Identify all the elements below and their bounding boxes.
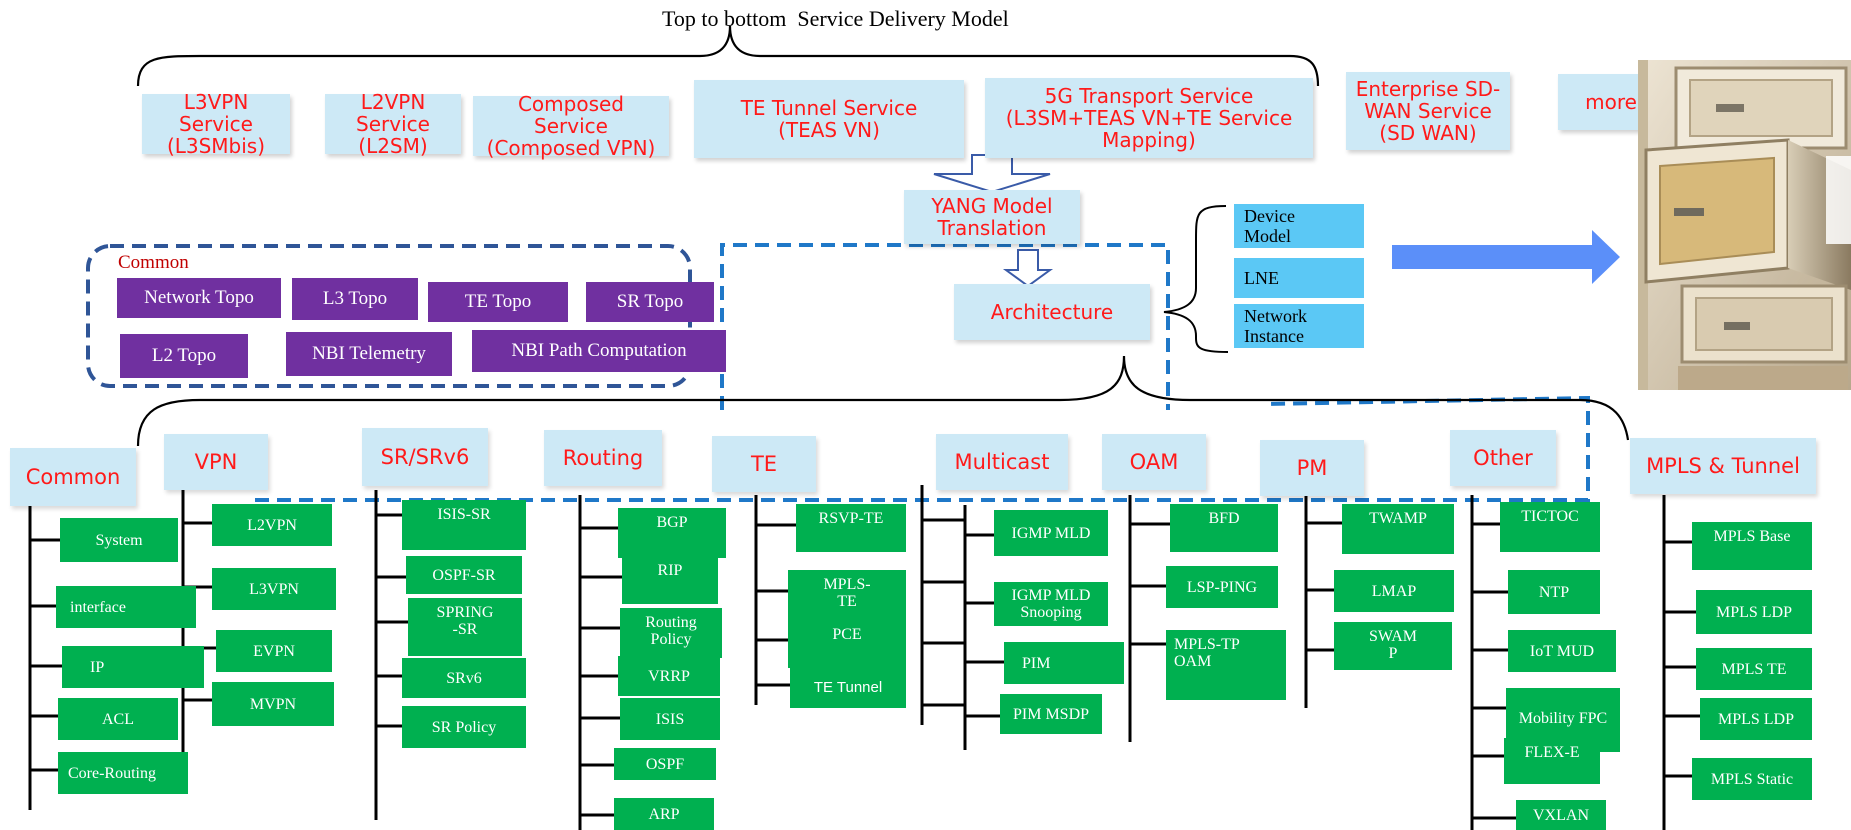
- leaf-igmp-mld-snooping: IGMP MLD Snooping: [994, 582, 1108, 626]
- service-te-tunnel: TE Tunnel Service (TEAS VN): [694, 80, 964, 158]
- tree-lines: [28, 485, 1700, 830]
- down-arrow-1: [933, 154, 1051, 194]
- category-multicast: Multicast: [936, 434, 1068, 490]
- arch-brace: [1163, 205, 1229, 353]
- leaf-ospf: OSPF: [614, 748, 716, 780]
- leaf-bgp: BGP: [618, 508, 726, 558]
- group-item-l3-topo: L3 Topo: [292, 278, 418, 320]
- arch-item-lne: LNE: [1234, 258, 1364, 298]
- common-group-title: Common: [118, 252, 189, 273]
- group-item-network-topo: Network Topo: [117, 278, 281, 318]
- arch-item-network-instance: Network Instance: [1234, 304, 1364, 348]
- leaf-vxlan: VXLAN: [1516, 800, 1606, 830]
- category-other: Other: [1450, 430, 1556, 486]
- category-common: Common: [10, 448, 136, 506]
- leaf-mpls-te: MPLS- TE: [788, 570, 906, 620]
- leaf-pce: PCE: [788, 620, 906, 668]
- category-sr-srv6: SR/SRv6: [362, 428, 488, 486]
- big-right-arrow: [1392, 230, 1620, 284]
- yang-model-translation: YANG Model Translation: [904, 190, 1080, 244]
- arch-item-device-model: Device Model: [1234, 204, 1364, 248]
- diagram-title: Top to bottom Service Delivery Model: [662, 6, 1009, 31]
- leaf-lmap: LMAP: [1334, 570, 1454, 612]
- leaf-flex-e: FLEX-E: [1504, 738, 1600, 784]
- group-item-nbi-path-computation: NBI Path Computation: [472, 330, 726, 372]
- leaf-mpls-te-2: MPLS TE: [1696, 648, 1812, 690]
- service-l2vpn: L2VPN Service (L2SM): [325, 91, 461, 157]
- category-te: TE: [712, 436, 816, 492]
- leaf-mpls-ldp-1: MPLS LDP: [1696, 590, 1812, 634]
- leaf-l3vpn: L3VPN: [212, 568, 336, 610]
- leaf-rsvp-te: RSVP-TE: [796, 504, 906, 552]
- bottom-brace: [136, 355, 1630, 447]
- leaf-swamp: SWAM P: [1334, 622, 1452, 670]
- architecture-box: Architecture: [954, 284, 1150, 340]
- service-l3vpn: L3VPN Service (L3SMbis): [142, 91, 290, 157]
- leaf-rip: RIP: [622, 556, 718, 604]
- leaf-l2vpn: L2VPN: [212, 504, 332, 546]
- category-pm: PM: [1260, 440, 1364, 496]
- service-5g-transport: 5G Transport Service (L3SM+TEAS VN+TE Se…: [985, 78, 1313, 158]
- group-item-l2-topo: L2 Topo: [120, 334, 248, 378]
- group-item-te-topo: TE Topo: [428, 282, 568, 322]
- service-composed: Composed Service (Composed VPN): [473, 93, 669, 159]
- leaf-ospf-sr: OSPF-SR: [406, 556, 522, 594]
- category-oam: OAM: [1102, 434, 1206, 490]
- cabinet-drawers-photo: [1638, 60, 1851, 390]
- leaf-pim: PIM: [1004, 642, 1124, 684]
- category-vpn: VPN: [164, 434, 268, 490]
- leaf-ip: IP: [62, 646, 204, 688]
- leaf-iot-mud: IoT MUD: [1508, 630, 1616, 672]
- group-item-sr-topo: SR Topo: [586, 282, 714, 322]
- leaf-arp: ARP: [614, 798, 714, 830]
- leaf-vrrp: VRRP: [618, 656, 720, 696]
- group-item-nbi-telemetry: NBI Telemetry: [286, 332, 452, 376]
- leaf-sr-policy: SR Policy: [402, 706, 526, 748]
- leaf-pim-msdp: PIM MSDP: [1000, 694, 1102, 734]
- leaf-srv6: SRv6: [402, 658, 526, 698]
- leaf-ntp: NTP: [1508, 570, 1600, 614]
- leaf-core-routing: Core-Routing: [58, 752, 188, 794]
- leaf-system: System: [60, 518, 178, 562]
- leaf-isis: ISIS: [620, 698, 720, 740]
- leaf-isis-sr: ISIS-SR: [402, 500, 526, 550]
- leaf-mpls-static: MPLS Static: [1692, 758, 1812, 800]
- down-arrow-2: [1002, 249, 1054, 288]
- leaf-routing-policy: Routing Policy: [620, 608, 722, 658]
- leaf-mvpn: MVPN: [212, 682, 334, 726]
- leaf-te-tunnel: TE Tunnel: [790, 666, 906, 708]
- leaf-interface: interface: [56, 586, 196, 628]
- leaf-evpn: EVPN: [216, 630, 332, 672]
- leaf-acl: ACL: [58, 698, 178, 740]
- service-sdwan: Enterprise SD- WAN Service (SD WAN): [1346, 72, 1510, 150]
- leaf-spring-sr: SPRING -SR: [408, 598, 522, 656]
- leaf-bfd: BFD: [1170, 504, 1278, 552]
- leaf-mpls-ldp-2: MPLS LDP: [1700, 698, 1812, 740]
- category-routing: Routing: [544, 430, 662, 486]
- top-brace: [136, 25, 1320, 87]
- leaf-lsp-ping: LSP-PING: [1166, 566, 1278, 608]
- category-mpls-tunnel: MPLS & Tunnel: [1630, 438, 1816, 494]
- leaf-mpls-tp-oam: MPLS-TP OAM: [1166, 630, 1286, 700]
- leaf-tictoc: TICTOC: [1500, 502, 1600, 552]
- arch-dashed-frame: [720, 243, 1170, 410]
- leaf-igmp-mld: IGMP MLD: [994, 510, 1108, 556]
- leaf-twamp: TWAMP: [1342, 504, 1454, 554]
- leaf-mpls-base: MPLS Base: [1692, 522, 1812, 570]
